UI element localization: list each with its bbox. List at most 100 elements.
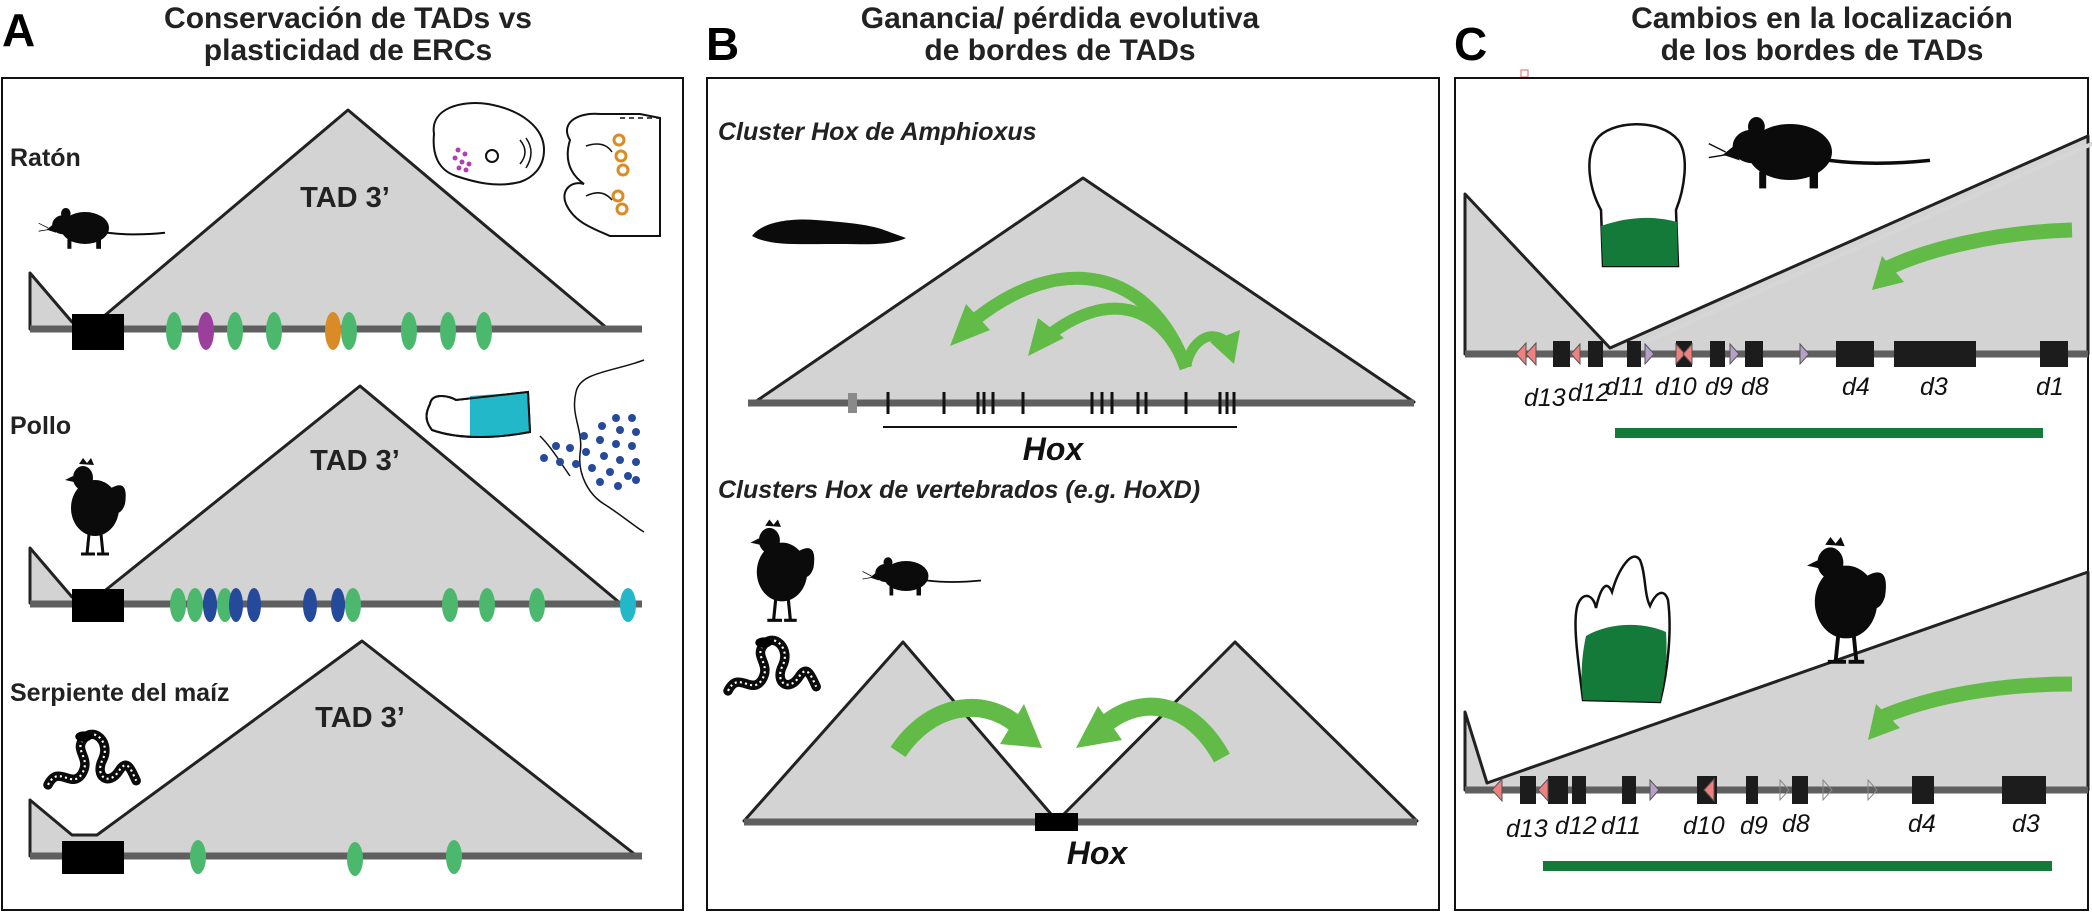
hox-cluster-block (1035, 813, 1078, 831)
cluster-vertebrates-label: Clusters Hox de vertebrados (e.g. HoXD) (718, 476, 1200, 504)
panel-c-mouse: d13 d12 d11 d10 d9 d8 d4 d3 d1 (1463, 115, 2092, 438)
organism-label-mouse: Ratón (10, 144, 81, 172)
erc-element (529, 588, 545, 622)
panel-a-row-chicken: Pollo TAD 3’ (10, 359, 645, 622)
erc-element (341, 312, 357, 350)
hox-label: Hox (1023, 431, 1085, 467)
boundary-triangles (1515, 341, 1810, 367)
green-contact-arrow (1181, 330, 1240, 368)
panel-letter-a: A (2, 4, 35, 56)
gene-label: d12 (1555, 812, 1597, 840)
gene-label: d12 (1568, 379, 1610, 407)
erc-element (440, 312, 456, 350)
panel-letter-b: B (706, 18, 739, 70)
snake-icon (728, 637, 816, 691)
cluster-amphioxus-label: Cluster Hox de Amphioxus (718, 118, 1037, 146)
tad-amphioxus (753, 176, 1416, 404)
hox-label: Hox (1067, 835, 1129, 871)
tad-label: TAD 3’ (315, 702, 405, 734)
organism-label-chicken: Pollo (10, 412, 71, 440)
mouse-icon (37, 206, 167, 250)
panel-a-title-line2: plasticidad de ERCs (204, 34, 492, 67)
hox-cluster-block (62, 841, 124, 874)
erc-element (227, 312, 243, 350)
erc-element (442, 588, 458, 622)
erc-element (198, 312, 214, 350)
gene-label: d1 (2036, 373, 2064, 401)
erc-element (247, 588, 261, 622)
erc-element (476, 312, 492, 350)
amphioxus-icon (752, 219, 906, 245)
mouse-icon (1707, 115, 1932, 191)
gene-label: d4 (1842, 373, 1870, 401)
genital-tubercle-icon (1588, 123, 1686, 268)
panel-b-title-line1: Ganancia/ pérdida evolutiva (861, 2, 1260, 35)
erc-element (170, 588, 186, 622)
gene-label: d13 (1506, 815, 1548, 843)
erc-element (229, 588, 243, 622)
panel-letter-c: C (1454, 18, 1487, 70)
panel-b-title-line2: de bordes de TADs (924, 34, 1195, 67)
tad-snake (28, 639, 639, 858)
organism-label-snake: Serpiente del maíz (10, 679, 230, 707)
erc-element (347, 842, 363, 876)
green-contact-arrow (1076, 697, 1230, 763)
hox-gene-blocks (1553, 341, 2068, 367)
green-contact-arrow (890, 698, 1042, 758)
expression-domain-bar (1543, 861, 2052, 871)
panel-c-chicken: d13 d12 d11 d10 d9 d8 d4 d3 (1463, 535, 2090, 871)
erc-element (401, 312, 417, 350)
boundary-marker (848, 393, 857, 413)
hox-gene-blocks (1520, 776, 2046, 804)
gene-label: d10 (1683, 812, 1725, 840)
erc-element (620, 588, 636, 622)
gene-label: d8 (1741, 373, 1769, 401)
erc-element (166, 312, 182, 350)
erc-element (325, 312, 341, 350)
limb-field-icon (539, 359, 645, 533)
gene-label: d10 (1655, 373, 1697, 401)
panel-a-frame (1, 77, 684, 911)
green-contact-arrow (1868, 676, 2073, 740)
panel-a-title-line1: Conservación de TADs vs (164, 2, 532, 35)
erc-element (190, 840, 206, 874)
tad-mouse-c (1463, 134, 2090, 356)
gene-label: d13 (1524, 384, 1566, 412)
boundary-triangles (1491, 777, 1878, 803)
gene-label: d9 (1740, 812, 1768, 840)
tad-label: TAD 3’ (310, 445, 400, 477)
panel-b-vertebrates: Clusters Hox de vertebrados (e.g. HoXD) … (718, 476, 1419, 871)
erc-element (345, 588, 361, 622)
gene-label: d11 (1601, 812, 1641, 840)
panel-c-title-line1: Cambios en la localización (1631, 2, 2013, 35)
hox-cluster-block (72, 314, 124, 350)
gene-label: d4 (1908, 810, 1936, 838)
hox-cluster-block (72, 589, 124, 622)
chicken-icon (748, 517, 816, 622)
limb-bud-icon (425, 390, 532, 438)
panel-c-frame (1454, 77, 2089, 911)
digit-structure-icon (1574, 555, 1671, 704)
green-contact-arrow (1872, 222, 2073, 290)
gene-label: d8 (1782, 810, 1810, 838)
expression-domain-bar (1615, 428, 2043, 438)
snake-icon (48, 731, 136, 785)
erc-element (331, 588, 345, 622)
panel-b-frame (706, 77, 1440, 911)
tad-label: TAD 3’ (300, 182, 390, 214)
mouse-icon (861, 556, 982, 597)
embryo-icon (432, 102, 546, 186)
panel-a-row-snake: Serpiente del maíz TAD 3’ (10, 639, 642, 876)
gene-label: d11 (1605, 373, 1645, 401)
panel-c-title-line2: de los bordes de TADs (1661, 34, 1984, 67)
gene-label: d9 (1705, 373, 1733, 401)
green-contact-arrow (1028, 302, 1192, 371)
erc-element (266, 312, 282, 350)
gene-label: d3 (2012, 810, 2040, 838)
panel-a-row-mouse: Ratón TAD 3’ (10, 102, 661, 350)
erc-element (217, 588, 233, 622)
digit-bud-icon (563, 112, 661, 237)
small-marker (1520, 69, 1529, 78)
erc-element (187, 588, 203, 622)
